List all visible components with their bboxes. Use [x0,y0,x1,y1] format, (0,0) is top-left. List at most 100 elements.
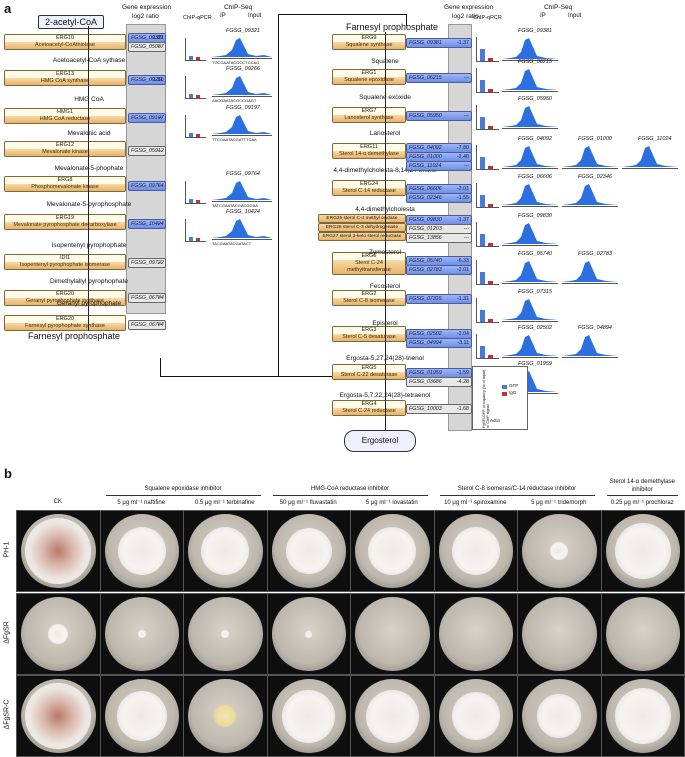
igg-bar [488,355,493,358]
petri-dish-cell [350,593,435,675]
petri-dish-cell [350,510,435,592]
end-metabolite-left: Farnesyl prophosphate [28,331,120,341]
chip-qpcr-plot-right [476,37,499,62]
peak-svg [562,144,618,168]
log2-value: -1.59 [457,369,469,377]
gene-id: FGSG_05950 [409,113,442,119]
peak-svg [502,259,558,283]
igg-bar [488,319,493,322]
gene-id-right: FGSG_02783-2.01 [406,265,472,275]
enzyme-name: ERG13 [5,71,125,78]
header-input-right: Input [568,13,581,19]
chip-qpcr-plot [185,219,206,242]
inhibitor-group-label: Squalene epoxidase inhibitor [100,485,267,493]
log2-value: --- [464,225,469,233]
column-label: 50 μg ml⁻¹ fluvastatin [267,499,351,506]
chip-seq-peak [502,221,558,246]
gene-id: FGSG_01959 [409,370,442,376]
igg-bar [196,200,200,203]
erg-multi-enzyme: ERG27 sterol 3-keto sterol reductase [318,232,406,241]
chip-seq-peak [212,36,272,59]
log2-value: -1.31 [151,76,163,84]
chip-seq-gene-label: FGSG_09266 [226,66,260,72]
igg-bar [488,166,493,169]
gene-id: FGSG_02346 [409,195,442,201]
enzyme-description: Mevalonate kinase [5,149,125,156]
metabolite-left: Dimethylallyl pyrophophate [14,278,164,285]
log2-value: -2.40 [457,153,469,161]
chip-seq-peak [562,333,618,358]
agar-plate [522,597,597,671]
log2-value: --- [158,182,163,190]
petri-dish-cell [267,593,352,675]
log2-value: --- [158,259,163,267]
gfp-bar [480,117,485,129]
pathway-arrow-left [88,26,89,331]
petri-dish-cell [183,675,268,757]
chip-seq-peak [502,144,558,169]
chip-seq-gene-label: FGSG_04894 [578,325,612,331]
gene-id-right: FGSG_10003 -1.68 [406,404,472,414]
legend-ylabel: FgSR-GFP occupancy (% of input) of ChIP … [482,368,490,428]
chip-seq-peak [502,333,558,358]
start-metabolite: 2-acetyl-CoA [38,15,104,29]
header-chip-seq-right: ChIP-Seq [544,4,572,11]
enzyme-description: Sterol 14-α demethylase [333,151,405,158]
petri-dish-cell [601,510,685,592]
chip-seq-gene-label: FGSG_09197 [226,105,260,111]
gfp-bar [480,272,485,284]
row-label: ΔFgSR-C [4,690,11,740]
peak-svg [502,36,558,60]
petri-dish-cell [267,510,352,592]
petri-dish-cell [183,593,268,675]
peak-svg [562,259,618,283]
fungal-colony [138,630,146,638]
enzyme-name: ERG8 [5,177,125,184]
chip-motif-left: TACGAATACGATACT [212,241,251,246]
chip-qpcr-plot [185,38,206,61]
fungal-colony [25,683,91,749]
metabolite-left: Isopentenyl pyrophophate [14,242,164,249]
gene-id: FGSG_04994 [409,340,442,346]
igg-bar [488,126,493,129]
log2-value: --- [158,294,163,302]
igg-bar [196,57,200,60]
enzyme-description: Squalene synthase [333,42,405,49]
chip-seq-peak [562,182,618,207]
log2-value: -6.33 [457,257,469,265]
gene-id-right: FGSG_04994-3.11 [406,338,472,348]
enzyme-description: Mevalonate pyrophosphate decarboxylase [5,222,125,229]
petri-dish-cell [517,593,602,675]
gene-id-right: FGSG_05950--- [406,111,472,121]
chip-seq-gene-label: FGSG_05950 [518,96,552,102]
petri-dish-cell [601,675,685,757]
igg-bar [488,89,493,92]
chip-seq-gene-label: FGSG_06606 [518,174,552,180]
header-chip-seq-left: ChIP-Seq [224,4,252,11]
enzyme-description: Squalene epoxidase [333,77,405,84]
gene-id-right: FGSG_13856--- [406,233,472,243]
log2-value: -1.68 [457,405,469,413]
chip-seq-peak [502,259,558,284]
peak-svg [502,333,558,357]
gene-id: FGSG_10003 [409,406,442,412]
chip-qpcr-plot [185,181,206,204]
petri-dish-cell [183,510,268,592]
chip-seq-peak [502,297,558,322]
log2-value: -7.80 [457,144,469,152]
gfp-bar [480,157,485,169]
fungal-colony [452,692,500,740]
enzyme-name: ERG11 [333,144,405,151]
enzyme-description: Sterol C-24 methyltransferase [333,260,405,274]
metabolite-left: Mevalonate-5-pyrophosphate [14,201,164,208]
header-input-left: Input [248,13,261,19]
group-underline [106,495,261,496]
log2-value: -4.28 [457,378,469,386]
chip-qpcr-plot-right [476,222,499,247]
chip-motif-left: TGCGAATACGCCTGCAG [212,60,259,65]
